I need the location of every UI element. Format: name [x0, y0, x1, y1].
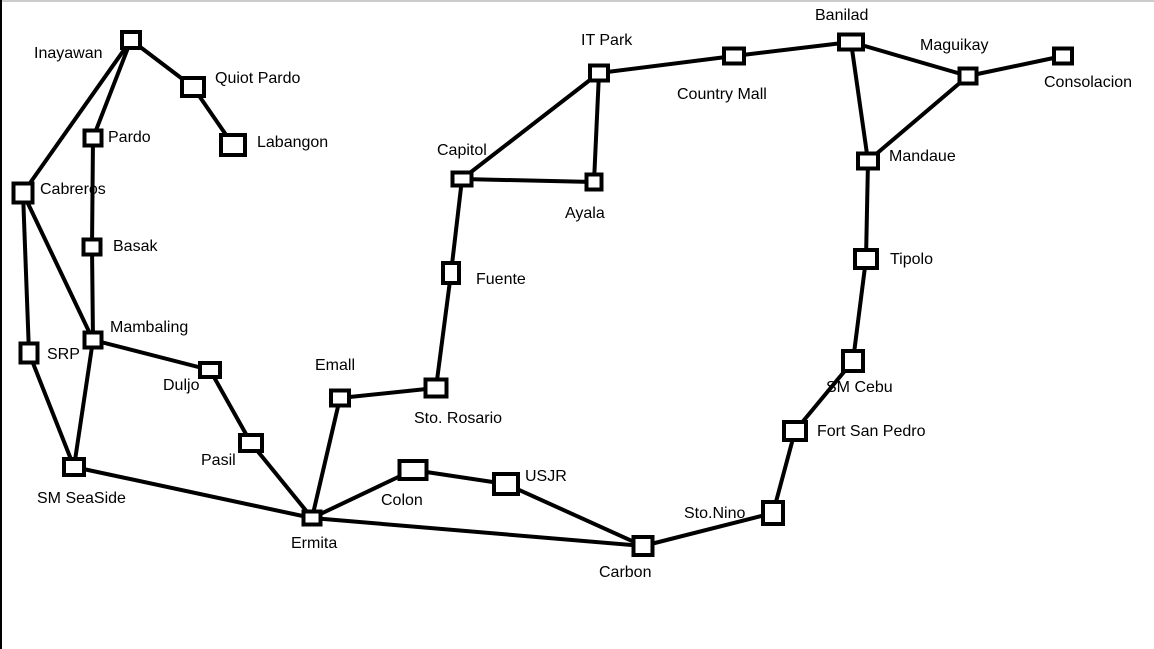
node-pasil: [238, 433, 264, 453]
edge-layer: [21, 38, 1065, 548]
node-label-sto-rosario: Sto. Rosario: [414, 410, 502, 427]
node-labangon: [219, 133, 247, 157]
edge-usjr-carbon: [504, 482, 645, 548]
edge-fort-san-pedro-sto-nino: [771, 429, 797, 515]
edge-sto-nino-carbon: [641, 511, 775, 548]
node-country-mall: [722, 46, 746, 66]
edge-duljo-pasil: [208, 368, 253, 445]
node-label-emall: Emall: [315, 357, 355, 374]
edge-capitol-it-park: [460, 71, 601, 181]
node-label-it-park: IT Park: [581, 32, 633, 49]
node-label-sto-nino: Sto.Nino: [684, 505, 745, 522]
node-inayawan: [120, 30, 142, 50]
edge-cabreros-mambaling: [21, 191, 95, 342]
node-fort-san-pedro: [782, 420, 808, 442]
node-sto-rosario: [423, 377, 449, 399]
edge-cabreros-srp: [21, 191, 31, 355]
edge-maguikay-consolacion: [966, 54, 1065, 78]
node-label-maguikay: Maguikay: [920, 37, 988, 54]
edge-srp-sm-seaside: [27, 351, 76, 469]
node-label-basak: Basak: [113, 238, 158, 255]
node-label-duljo: Duljo: [163, 377, 200, 394]
edge-fuente-capitol: [449, 177, 464, 275]
edge-country-mall-banilad: [732, 40, 853, 58]
edge-ermita-colon: [310, 468, 415, 520]
node-consolacion: [1052, 46, 1074, 66]
node-label-fuente: Fuente: [476, 271, 526, 288]
node-label-inayawan: Inayawan: [34, 45, 103, 62]
node-label-quiot-pardo: Quiot Pardo: [215, 70, 300, 87]
edge-it-park-country-mall: [597, 54, 736, 75]
edge-it-park-ayala: [592, 71, 601, 184]
edge-banilad-maguikay: [849, 40, 970, 78]
node-sm-cebu: [841, 349, 865, 373]
node-emall: [329, 388, 351, 408]
node-layer: [11, 30, 1074, 557]
edge-ermita-carbon: [310, 516, 645, 548]
node-label-tipolo: Tipolo: [890, 251, 933, 268]
node-label-ayala: Ayala: [565, 205, 605, 222]
node-carbon: [631, 535, 655, 557]
node-label-usjr: USJR: [525, 468, 567, 485]
edge-mambaling-sm-seaside: [72, 338, 95, 469]
edge-tipolo-sm-cebu: [851, 257, 868, 363]
node-label-country-mall: Country Mall: [677, 86, 767, 103]
edge-mandaue-tipolo: [864, 159, 870, 261]
node-mambaling: [82, 330, 104, 350]
node-maguikay: [957, 66, 979, 86]
edge-sm-seaside-ermita: [72, 465, 314, 520]
node-fuente: [441, 261, 461, 285]
node-label-srp: SRP: [47, 346, 80, 363]
node-cabreros: [11, 181, 35, 205]
edge-inayawan-pardo: [91, 38, 133, 140]
node-label-ermita: Ermita: [291, 535, 337, 552]
edge-pardo-basak: [90, 136, 95, 249]
node-label-sm-seaside: SM SeaSide: [37, 490, 126, 507]
node-label-carbon: Carbon: [599, 564, 651, 581]
node-label-mandaue: Mandaue: [889, 148, 956, 165]
node-srp: [18, 341, 40, 365]
node-it-park: [588, 63, 610, 83]
node-label-mambaling: Mambaling: [110, 319, 188, 336]
edge-capitol-ayala: [460, 177, 596, 184]
node-ermita: [301, 509, 323, 527]
node-sm-seaside: [62, 457, 86, 477]
node-colon: [397, 459, 429, 481]
node-label-labangon: Labangon: [257, 134, 328, 151]
edge-maguikay-mandaue: [866, 74, 970, 163]
node-label-banilad: Banilad: [815, 7, 868, 24]
node-ayala: [584, 172, 604, 192]
node-pardo: [82, 128, 104, 148]
node-basak: [81, 237, 103, 257]
left-border: [0, 0, 2, 649]
node-label-colon: Colon: [381, 492, 423, 509]
node-capitol: [450, 170, 474, 188]
edge-pasil-ermita: [249, 441, 314, 520]
edge-mambaling-duljo: [91, 338, 212, 372]
node-mandaue: [856, 151, 880, 171]
node-tipolo: [853, 248, 879, 270]
node-duljo: [198, 361, 222, 379]
top-border: [0, 0, 1154, 2]
node-label-pardo: Pardo: [108, 129, 151, 146]
edge-inayawan-cabreros: [21, 38, 133, 195]
edge-sto-rosario-fuente: [434, 271, 453, 390]
edge-ermita-emall: [310, 396, 342, 520]
node-sto-nino: [761, 500, 785, 526]
node-label-fort-san-pedro: Fort San Pedro: [817, 423, 926, 440]
node-banilad: [837, 32, 865, 52]
node-label-pasil: Pasil: [201, 452, 236, 469]
node-label-sm-cebu: SM Cebu: [826, 379, 893, 396]
node-label-capitol: Capitol: [437, 142, 487, 159]
edge-banilad-mandaue: [849, 40, 870, 163]
edge-basak-mambaling: [90, 245, 95, 342]
node-usjr: [492, 472, 520, 496]
edge-emall-sto-rosario: [338, 386, 438, 400]
node-label-consolacion: Consolacion: [1044, 74, 1132, 91]
node-quiot-pardo: [180, 76, 206, 98]
node-label-cabreros: Cabreros: [40, 181, 106, 198]
